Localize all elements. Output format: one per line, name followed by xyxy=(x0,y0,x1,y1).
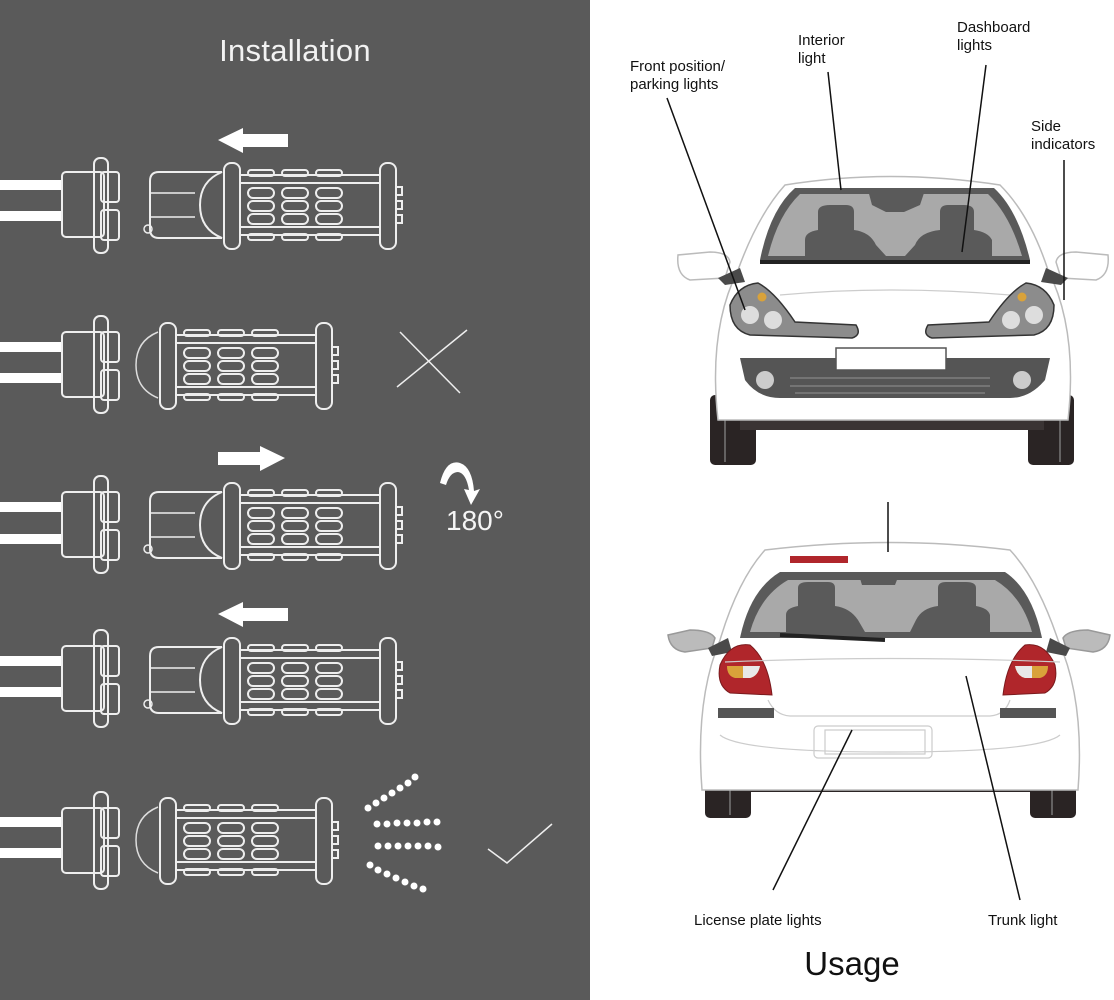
callout-dashboard-lights: Dashboard lights xyxy=(957,19,1031,54)
dashboard-light-pointer xyxy=(961,64,987,253)
install-step-2 xyxy=(0,300,590,440)
arrow-right-icon xyxy=(218,446,285,471)
callout-lines xyxy=(666,64,1065,311)
install-step-3: 180° xyxy=(0,445,590,585)
callout-license-plate-lights: License plate lights xyxy=(694,912,822,929)
bulb-diagram xyxy=(0,773,553,893)
socket xyxy=(0,791,120,890)
callout-trunk-light: Trunk light xyxy=(988,912,1058,929)
led-bulb xyxy=(135,797,339,885)
car-front-diagram xyxy=(666,64,1109,465)
install-step-1 xyxy=(0,125,590,265)
bulb-diagram xyxy=(0,128,403,254)
install-step-4 xyxy=(0,600,590,740)
led-bulb xyxy=(143,162,403,250)
front-position-pointer xyxy=(666,97,746,311)
usage-title: Usage xyxy=(804,945,900,982)
car-rear xyxy=(667,541,1111,818)
socket xyxy=(0,315,120,414)
callout-side-indicators: Side indicators xyxy=(1031,118,1096,153)
bulb-diagram xyxy=(0,602,403,728)
rotate-180-icon xyxy=(440,462,480,505)
usage-panel: Front position/ parking lights Interior … xyxy=(590,0,1114,1000)
install-step-5 xyxy=(0,760,590,900)
cross-icon xyxy=(396,329,468,394)
installation-title: Installation xyxy=(219,33,371,68)
socket xyxy=(0,157,120,254)
light-rays-icon xyxy=(364,773,442,893)
license-plate-pointer xyxy=(772,729,853,891)
led-bulb xyxy=(135,322,339,410)
arrow-left-icon xyxy=(218,602,288,627)
installation-panel: Installation xyxy=(0,0,590,1000)
callout-front-position: Front position/ parking lights xyxy=(630,58,726,93)
car-front xyxy=(677,175,1109,465)
car-rear-diagram xyxy=(667,502,1111,901)
arrow-left-icon xyxy=(218,128,288,153)
rotation-degree-label: 180° xyxy=(446,505,504,536)
socket xyxy=(0,629,120,728)
callout-lines xyxy=(772,502,1021,901)
callout-interior-light: Interior light xyxy=(798,32,845,67)
socket xyxy=(0,475,120,574)
led-bulb xyxy=(143,637,403,725)
bulb-diagram xyxy=(0,446,480,574)
bulb-diagram xyxy=(0,315,468,414)
trunk-light-pointer xyxy=(965,675,1021,901)
interior-light-pointer xyxy=(827,71,842,191)
led-bulb xyxy=(143,482,403,570)
check-icon xyxy=(487,823,553,864)
